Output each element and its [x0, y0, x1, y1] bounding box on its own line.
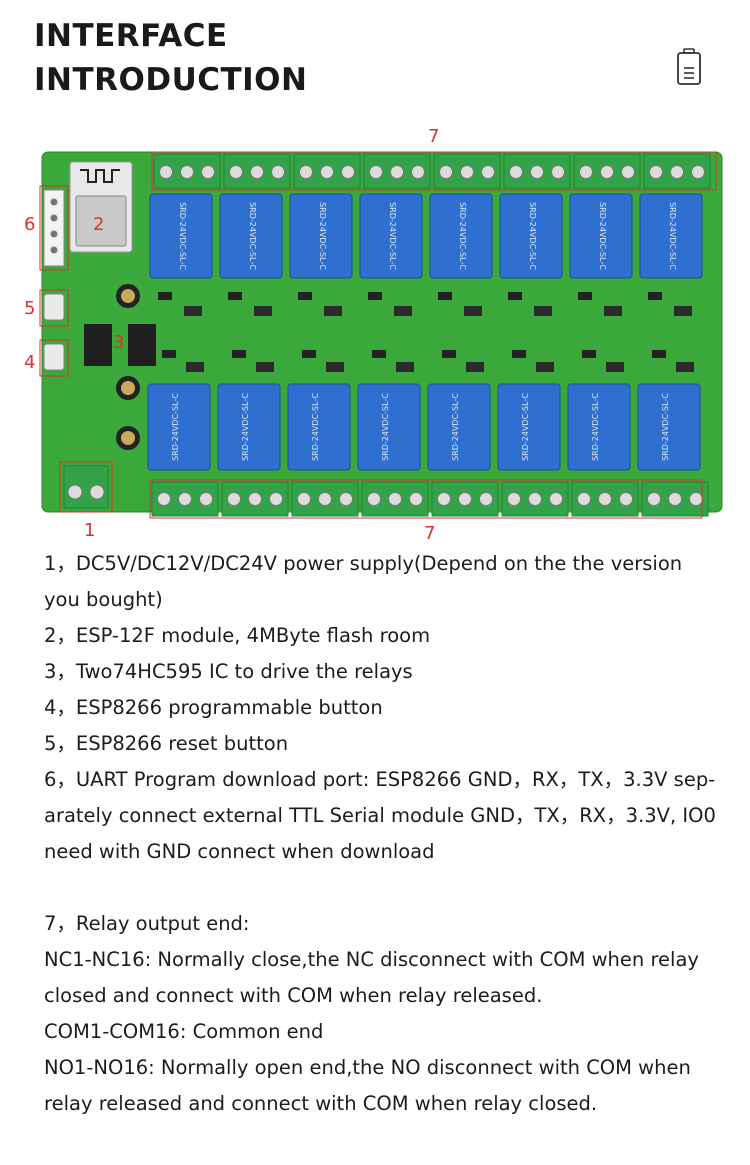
svg-text:SRD-24VDC-SL-C: SRD-24VDC-SL-C: [178, 202, 187, 270]
relay-section-heading: 7，Relay output end:: [44, 912, 250, 935]
power-terminal: [63, 465, 109, 509]
relay: SRD-24VDC-SL-C: [219, 193, 283, 279]
description-list: 1，DC5V/DC12V/DC24V power supply(Depend o…: [44, 546, 724, 1122]
callout-label-2: 2: [93, 214, 104, 235]
terminal-block: [221, 481, 289, 517]
terminal-block: [433, 153, 501, 189]
uart-header: [43, 189, 65, 267]
relay: SRD-24VDC-SL-C: [427, 383, 491, 471]
relay: SRD-24VDC-SL-C: [357, 383, 421, 471]
relay: SRD-24VDC-SL-C: [567, 383, 631, 471]
callout-label-6: 6: [24, 214, 35, 235]
terminal-block: [293, 153, 361, 189]
esp-12f-module: [69, 161, 133, 253]
relay: SRD-24VDC-SL-C: [637, 383, 701, 471]
relay: SRD-24VDC-SL-C: [359, 193, 423, 279]
terminal-block: [291, 481, 359, 517]
svg-text:SRD-24VDC-SL-C: SRD-24VDC-SL-C: [521, 393, 530, 461]
reset-button: [43, 293, 65, 321]
terminal-block: [361, 481, 429, 517]
terminal-block: [573, 153, 641, 189]
callout-label-5: 5: [24, 298, 35, 319]
relay: SRD-24VDC-SL-C: [429, 193, 493, 279]
svg-text:SRD-24VDC-SL-C: SRD-24VDC-SL-C: [248, 202, 257, 270]
relay: SRD-24VDC-SL-C: [287, 383, 351, 471]
top-terminal-row: [153, 153, 711, 189]
relay-nc-text: NC1-NC16: Normally close,the NC disconne…: [44, 948, 699, 1007]
relay-no-text: NO1-NO16: Normally open end,the NO disco…: [44, 1056, 691, 1115]
callout-label-1: 1: [84, 520, 95, 541]
bottom-relay-row: SRD-24VDC-SL-C SRD-24VDC-SL-C SRD-24VDC-SL…: [147, 383, 701, 471]
svg-text:SRD-24VDC-SL-C: SRD-24VDC-SL-C: [528, 202, 537, 270]
relay-com-text: COM1-COM16: Common end: [44, 1020, 324, 1043]
title-line-2: INTRODUCTION: [34, 62, 308, 98]
terminal-block: [571, 481, 639, 517]
relay: SRD-24VDC-SL-C: [147, 383, 211, 471]
svg-text:SRD-24VDC-SL-C: SRD-24VDC-SL-C: [171, 393, 180, 461]
page-title: INTERFACE INTRODUCTION: [34, 14, 307, 102]
title-line-1: INTERFACE: [34, 18, 228, 54]
svg-text:SRD-24VDC-SL-C: SRD-24VDC-SL-C: [381, 393, 390, 461]
callout-box-bottom: [149, 479, 703, 519]
svg-text:SRD-24VDC-SL-C: SRD-24VDC-SL-C: [451, 393, 460, 461]
svg-text:SRD-24VDC-SL-C: SRD-24VDC-SL-C: [591, 393, 600, 461]
relay-board-figure: SRD-24VDC-SL-C SRD-24VDC-SL-C SRD-24VDC-SL…: [24, 126, 723, 544]
callout-box-reset: [39, 289, 69, 327]
terminal-block: [503, 153, 571, 189]
relay: SRD-24VDC-SL-C: [497, 383, 561, 471]
svg-text:SRD-24VDC-SL-C: SRD-24VDC-SL-C: [598, 202, 607, 270]
battery-icon: [677, 48, 701, 85]
callout-label-7-top: 7: [428, 126, 439, 147]
terminal-block: [151, 481, 219, 517]
terminal-block: [223, 153, 291, 189]
list-item: 2，ESP-12F module, 4MByte flash room: [44, 624, 431, 647]
callout-box-top: [151, 151, 717, 191]
relay: SRD-24VDC-SL-C: [569, 193, 633, 279]
callout-box-program: [39, 339, 69, 377]
callout-box-uart: [39, 185, 69, 271]
program-button: [43, 343, 65, 371]
terminal-block: [501, 481, 569, 517]
relay: SRD-24VDC-SL-C: [499, 193, 563, 279]
relay: SRD-24VDC-SL-C: [289, 193, 353, 279]
list-item: 1，DC5V/DC12V/DC24V power supply(Depend o…: [44, 552, 683, 611]
terminal-block: [431, 481, 499, 517]
component-strip: [158, 292, 694, 372]
list-item: 3，Two74HC595 IC to drive the relays: [44, 660, 413, 683]
svg-text:SRD-24VDC-SL-C: SRD-24VDC-SL-C: [318, 202, 327, 270]
svg-text:SRD-24VDC-SL-C: SRD-24VDC-SL-C: [241, 393, 250, 461]
relay: SRD-24VDC-SL-C: [217, 383, 281, 471]
relay: SRD-24VDC-SL-C: [149, 193, 213, 279]
terminal-block: [643, 153, 711, 189]
terminal-block: [641, 481, 709, 517]
bottom-terminal-row: [151, 481, 709, 517]
callout-label-4: 4: [24, 352, 35, 373]
relay: SRD-24VDC-SL-C: [639, 193, 703, 279]
terminal-block: [363, 153, 431, 189]
list-item: 5，ESP8266 reset button: [44, 732, 289, 755]
list-item: 4，ESP8266 programmable button: [44, 696, 383, 719]
callout-box-power: [59, 461, 113, 513]
svg-text:SRD-24VDC-SL-C: SRD-24VDC-SL-C: [388, 202, 397, 270]
svg-text:SRD-24VDC-SL-C: SRD-24VDC-SL-C: [311, 393, 320, 461]
callout-label-3: 3: [113, 332, 124, 353]
list-item: 6，UART Program download port: ESP8266 GN…: [44, 768, 716, 863]
callout-label-7-bottom: 7: [424, 523, 435, 544]
svg-text:SRD-24VDC-SL-C: SRD-24VDC-SL-C: [668, 202, 677, 270]
top-relay-row: SRD-24VDC-SL-C SRD-24VDC-SL-C SRD-24VDC-SL…: [149, 193, 703, 279]
ic-74hc595-1: [84, 324, 112, 366]
ic-74hc595-2: [128, 324, 156, 366]
svg-text:SRD-24VDC-SL-C: SRD-24VDC-SL-C: [661, 393, 670, 461]
terminal-block: [153, 153, 221, 189]
svg-text:SRD-24VDC-SL-C: SRD-24VDC-SL-C: [458, 202, 467, 270]
